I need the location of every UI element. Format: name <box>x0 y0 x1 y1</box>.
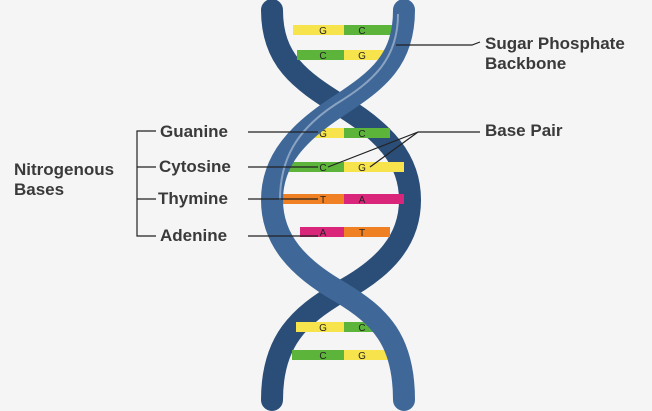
rung: G C <box>293 25 395 37</box>
backbone-strand-front <box>260 0 415 411</box>
rung-left-letter: G <box>319 26 327 37</box>
rung-left-segment <box>293 25 344 35</box>
thymine-label: Thymine <box>158 189 228 208</box>
rung-right-letter: G <box>358 163 366 174</box>
rung-left-segment <box>296 322 344 332</box>
rung: C G <box>292 350 396 362</box>
rung-right-letter: C <box>358 129 365 140</box>
rung-left-letter: C <box>319 163 326 174</box>
guanine-label: Guanine <box>160 122 229 141</box>
rung-right-letter: A <box>359 195 366 206</box>
rung-right-segment <box>344 350 396 360</box>
sugar-phosphate-label: Sugar Phosphate Backbone <box>485 34 625 74</box>
nitrogenous-bases-label-line1: Nitrogenous <box>14 160 115 179</box>
rung-right-segment <box>344 322 392 332</box>
rung-left-letter: A <box>320 228 327 239</box>
rung-right-letter: G <box>358 351 366 362</box>
rung: C G <box>282 162 404 174</box>
rung-right-segment <box>344 128 390 138</box>
rung: G C <box>296 322 392 334</box>
rung: C G <box>297 50 391 62</box>
rung-right-letter: G <box>358 51 366 62</box>
backbone-strand-back <box>261 0 422 411</box>
rung-left-segment <box>300 227 344 237</box>
nitrogenous-bracket <box>136 130 156 237</box>
base-pair-leader-c <box>369 131 419 168</box>
rung-left-letter: T <box>320 195 326 206</box>
rung-right-letter: T <box>359 228 365 239</box>
rung: T A <box>282 194 404 206</box>
cytosine-label: Cytosine <box>159 157 231 176</box>
rung: G C <box>300 128 390 140</box>
rung-right-letter: C <box>358 323 365 334</box>
leader-lines <box>136 41 481 237</box>
rung-left-letter: C <box>319 351 326 362</box>
rung: A T <box>300 227 390 239</box>
base-pair-leader-b <box>327 131 419 168</box>
rung-left-segment <box>297 50 344 60</box>
nitrogenous-bases-label-line2: Bases <box>14 180 65 199</box>
rung-left-segment <box>300 128 344 138</box>
rung-right-segment <box>344 25 395 35</box>
rung-left-letter: G <box>319 129 327 140</box>
rung-left-letter: C <box>319 51 326 62</box>
rung-right-letter: C <box>358 26 365 37</box>
rung-left-letter: G <box>319 323 327 334</box>
rung-right-segment <box>344 227 390 237</box>
sugar-phosphate-label-line2: Backbone <box>485 54 567 73</box>
rung-right-segment <box>344 50 391 60</box>
base-pair-label: Base Pair <box>485 121 563 140</box>
nitrogenous-bases-label: Nitrogenous Bases <box>14 160 114 200</box>
rung-right-segment <box>344 194 404 204</box>
adenine-label: Adenine <box>160 226 228 245</box>
backbone-highlight <box>279 13 399 201</box>
backbone-leader <box>396 41 481 46</box>
rung-left-segment <box>292 350 344 360</box>
sugar-phosphate-label-line1: Sugar Phosphate <box>485 34 625 53</box>
rung-right-segment <box>344 162 404 172</box>
